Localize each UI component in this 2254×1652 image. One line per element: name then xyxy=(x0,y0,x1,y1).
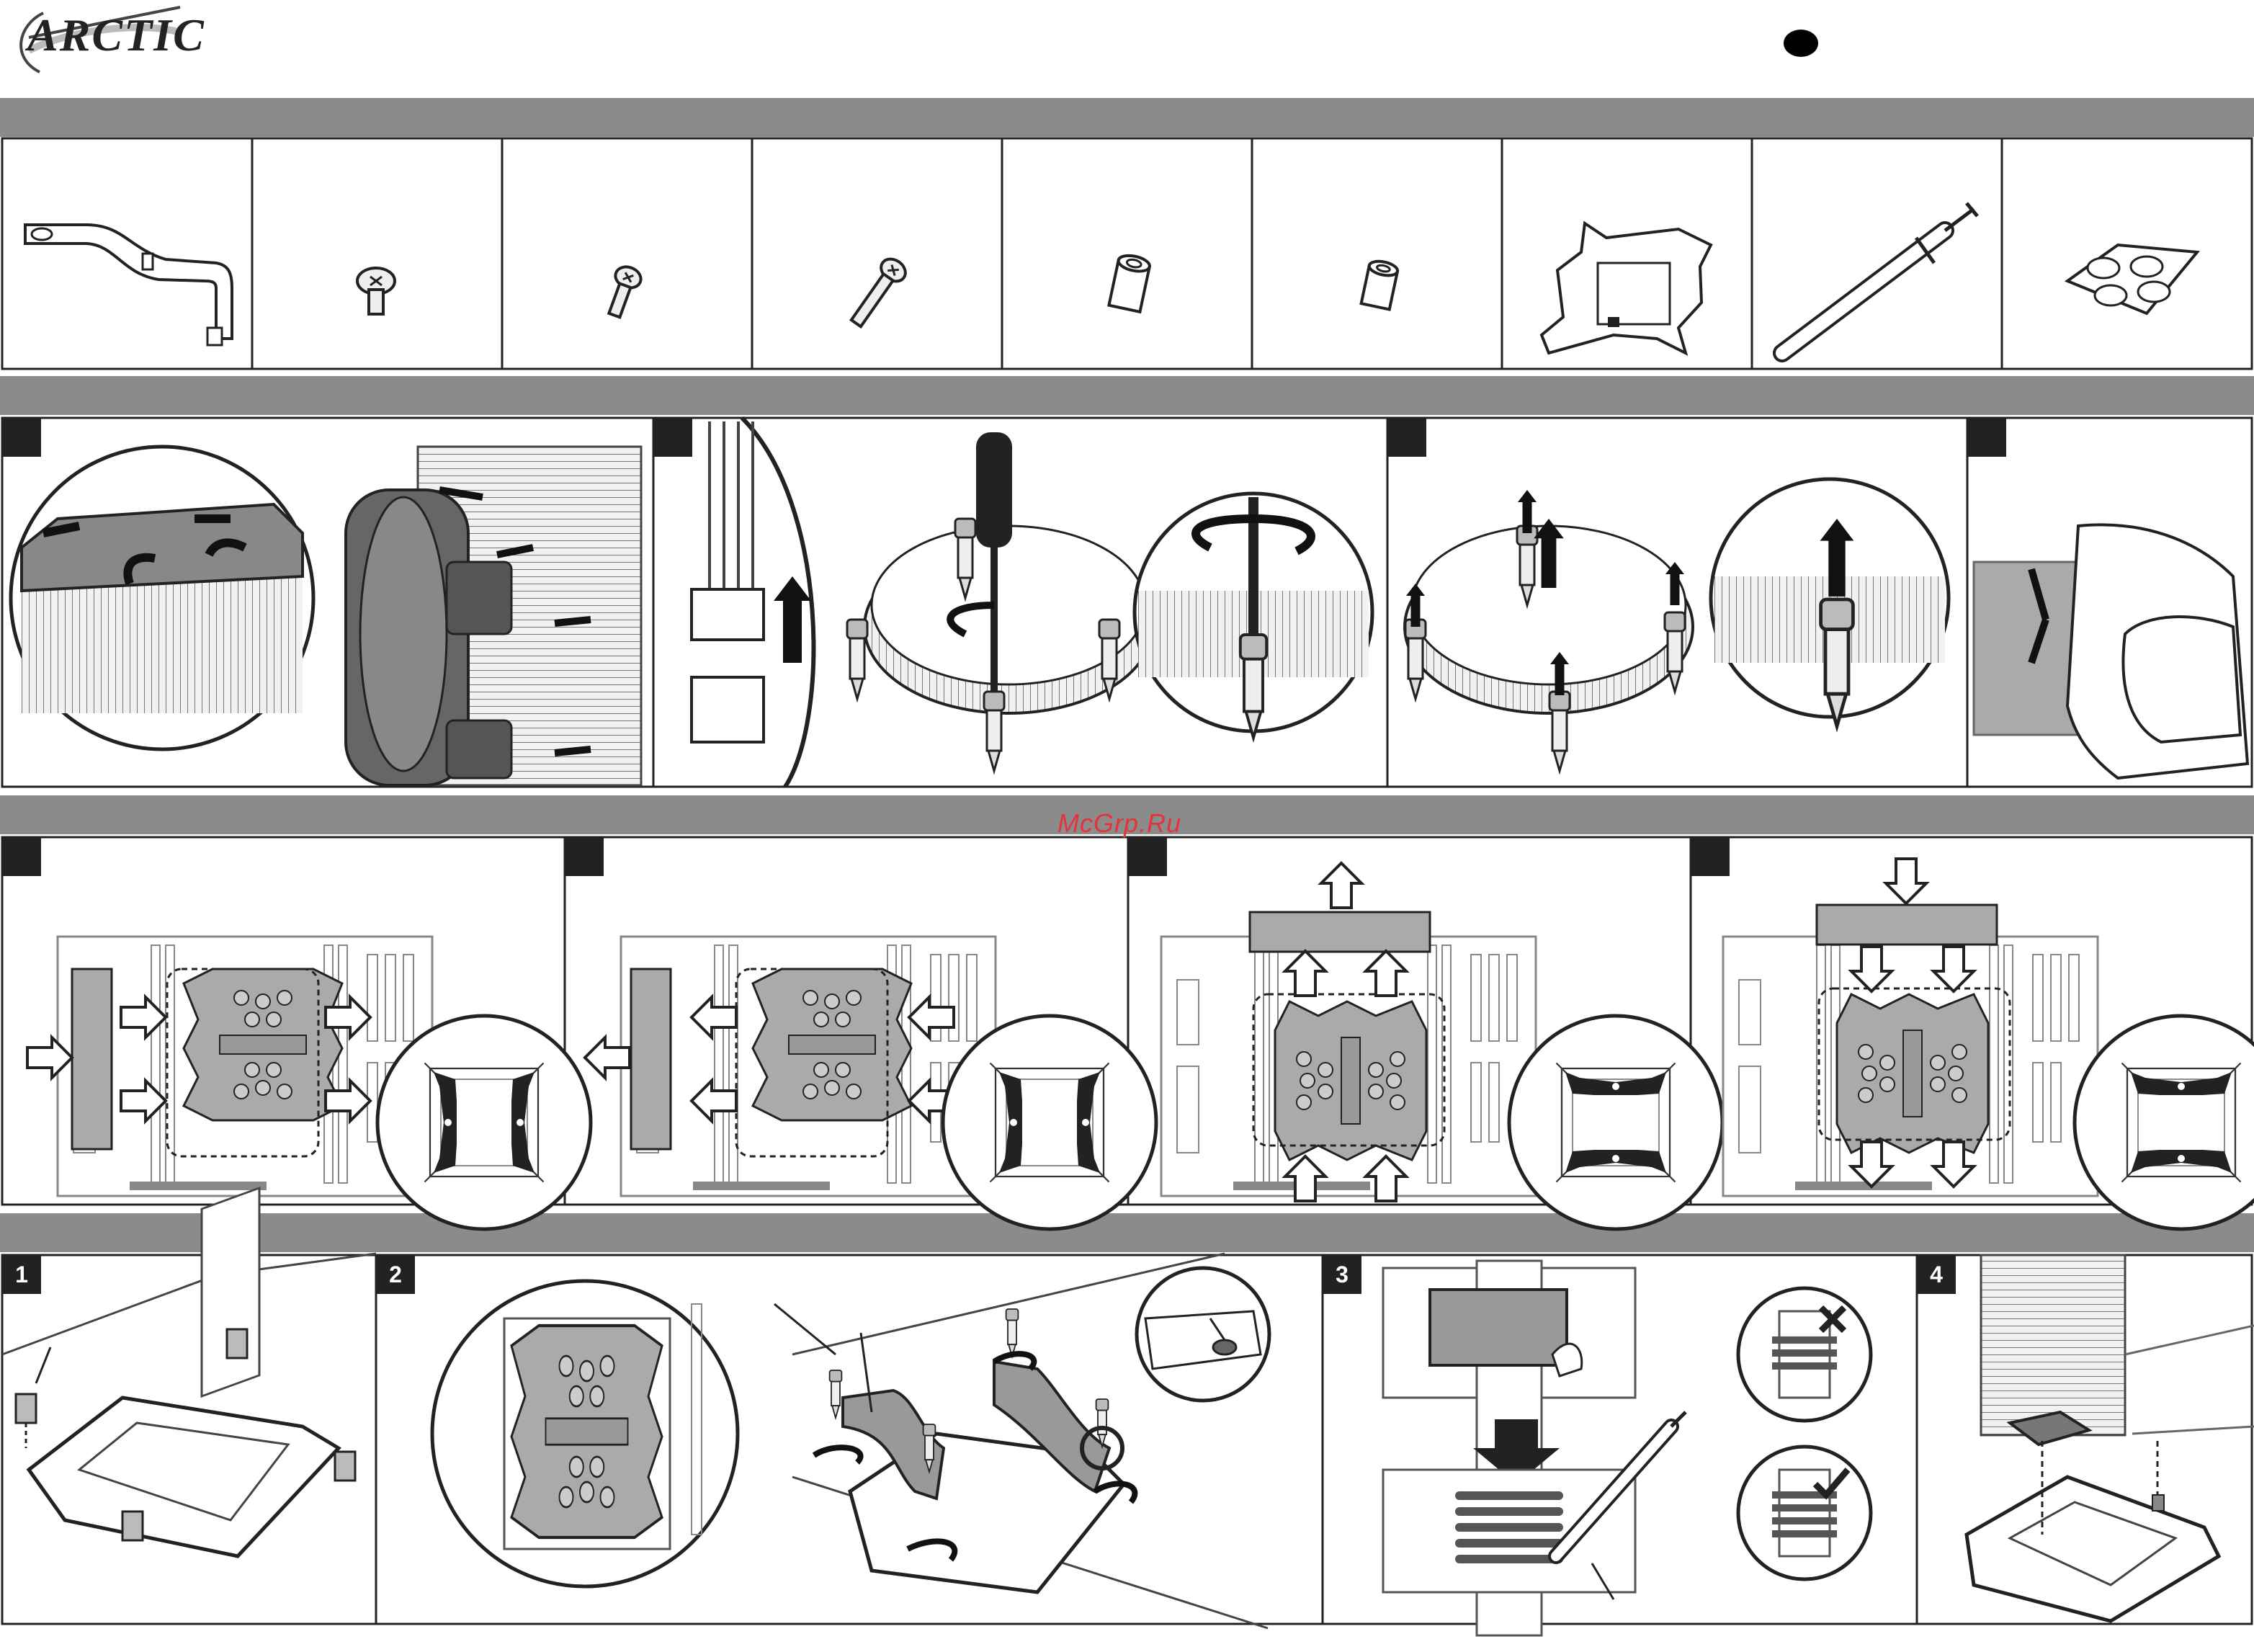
step2-mounting-bars xyxy=(432,1254,1269,1628)
spacer-a-icon xyxy=(1109,253,1150,312)
arctic-logo: ARCTIC xyxy=(27,9,205,62)
section-bar-contents xyxy=(0,98,2254,137)
install-step-2-label: 2 xyxy=(376,1256,415,1292)
language-dot xyxy=(1784,30,1818,57)
spacer-b-icon xyxy=(1361,259,1399,310)
section-bar-removal xyxy=(0,376,2254,415)
clean-cpu-detail xyxy=(1974,524,2248,778)
installation-row xyxy=(2,1188,2254,1635)
thermal-pads-icon xyxy=(2067,245,2197,313)
mounting-bar-icon xyxy=(25,225,232,345)
pull-pins-detail xyxy=(1405,479,1949,771)
install-step-3-label: 3 xyxy=(1323,1256,1361,1292)
screw-medium-icon xyxy=(602,264,644,320)
logo-text: ARCTIC xyxy=(27,9,205,61)
orientation-row xyxy=(2,837,2254,1229)
header xyxy=(21,7,1818,72)
install-step-4-label: 4 xyxy=(1917,1256,1956,1292)
fan-clip-detail xyxy=(11,447,641,785)
removal-row xyxy=(2,418,2252,787)
screw-long-icon xyxy=(846,254,910,331)
screw-large-icon xyxy=(357,268,395,314)
section-bar-installation xyxy=(0,1213,2254,1252)
thermal-paste-syringe-icon xyxy=(1782,203,1977,353)
step3-thermal-paste xyxy=(1383,1261,1871,1635)
backplate-icon xyxy=(1542,223,1711,353)
parts-row xyxy=(2,138,2252,369)
step4-mount-cooler xyxy=(1967,1255,2254,1621)
screwdriver-detail xyxy=(692,418,1372,787)
install-step-1-label: 1 xyxy=(2,1256,41,1292)
watermark: McGrp.Ru xyxy=(1057,808,1181,839)
